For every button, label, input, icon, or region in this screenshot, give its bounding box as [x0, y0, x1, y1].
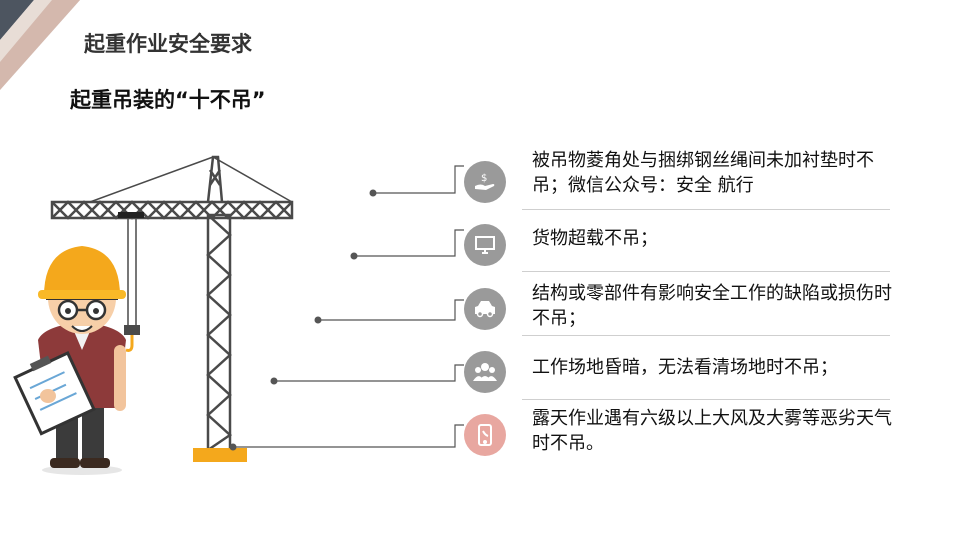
- divider: [522, 209, 890, 210]
- phone-icon: [464, 414, 506, 456]
- divider: [522, 271, 890, 272]
- rule-item-2: 货物超载不吊；: [532, 228, 658, 249]
- corner-decoration: [0, 0, 80, 90]
- people-icon: [464, 351, 506, 393]
- car-icon: [464, 288, 506, 330]
- section-subtitle: 起重吊装的“十不吊”: [70, 88, 266, 112]
- rule-item-3: 结构或零部件有影响安全工作的缺陷或损伤时不吊；: [532, 283, 892, 329]
- money-hand-icon: $: [464, 161, 506, 203]
- crane-icon: [50, 155, 294, 452]
- rule-item-4: 工作场地昏暗，无法看清场地时不吊；: [532, 357, 838, 378]
- page-title: 起重作业安全要求: [84, 32, 252, 56]
- svg-text:$: $: [481, 173, 487, 184]
- monitor-icon: [464, 224, 506, 266]
- divider: [522, 399, 890, 400]
- rule-item-1: 被吊物菱角处与捆绑钢丝绳间未加衬垫时不吊；微信公众号：安全 航行: [532, 150, 874, 196]
- divider: [522, 335, 890, 336]
- worker-icon: [13, 246, 126, 475]
- crane-worker-illustration: [13, 155, 294, 475]
- rule-item-5: 露天作业遇有六级以上大风及大雾等恶劣天气时不吊。: [532, 408, 892, 454]
